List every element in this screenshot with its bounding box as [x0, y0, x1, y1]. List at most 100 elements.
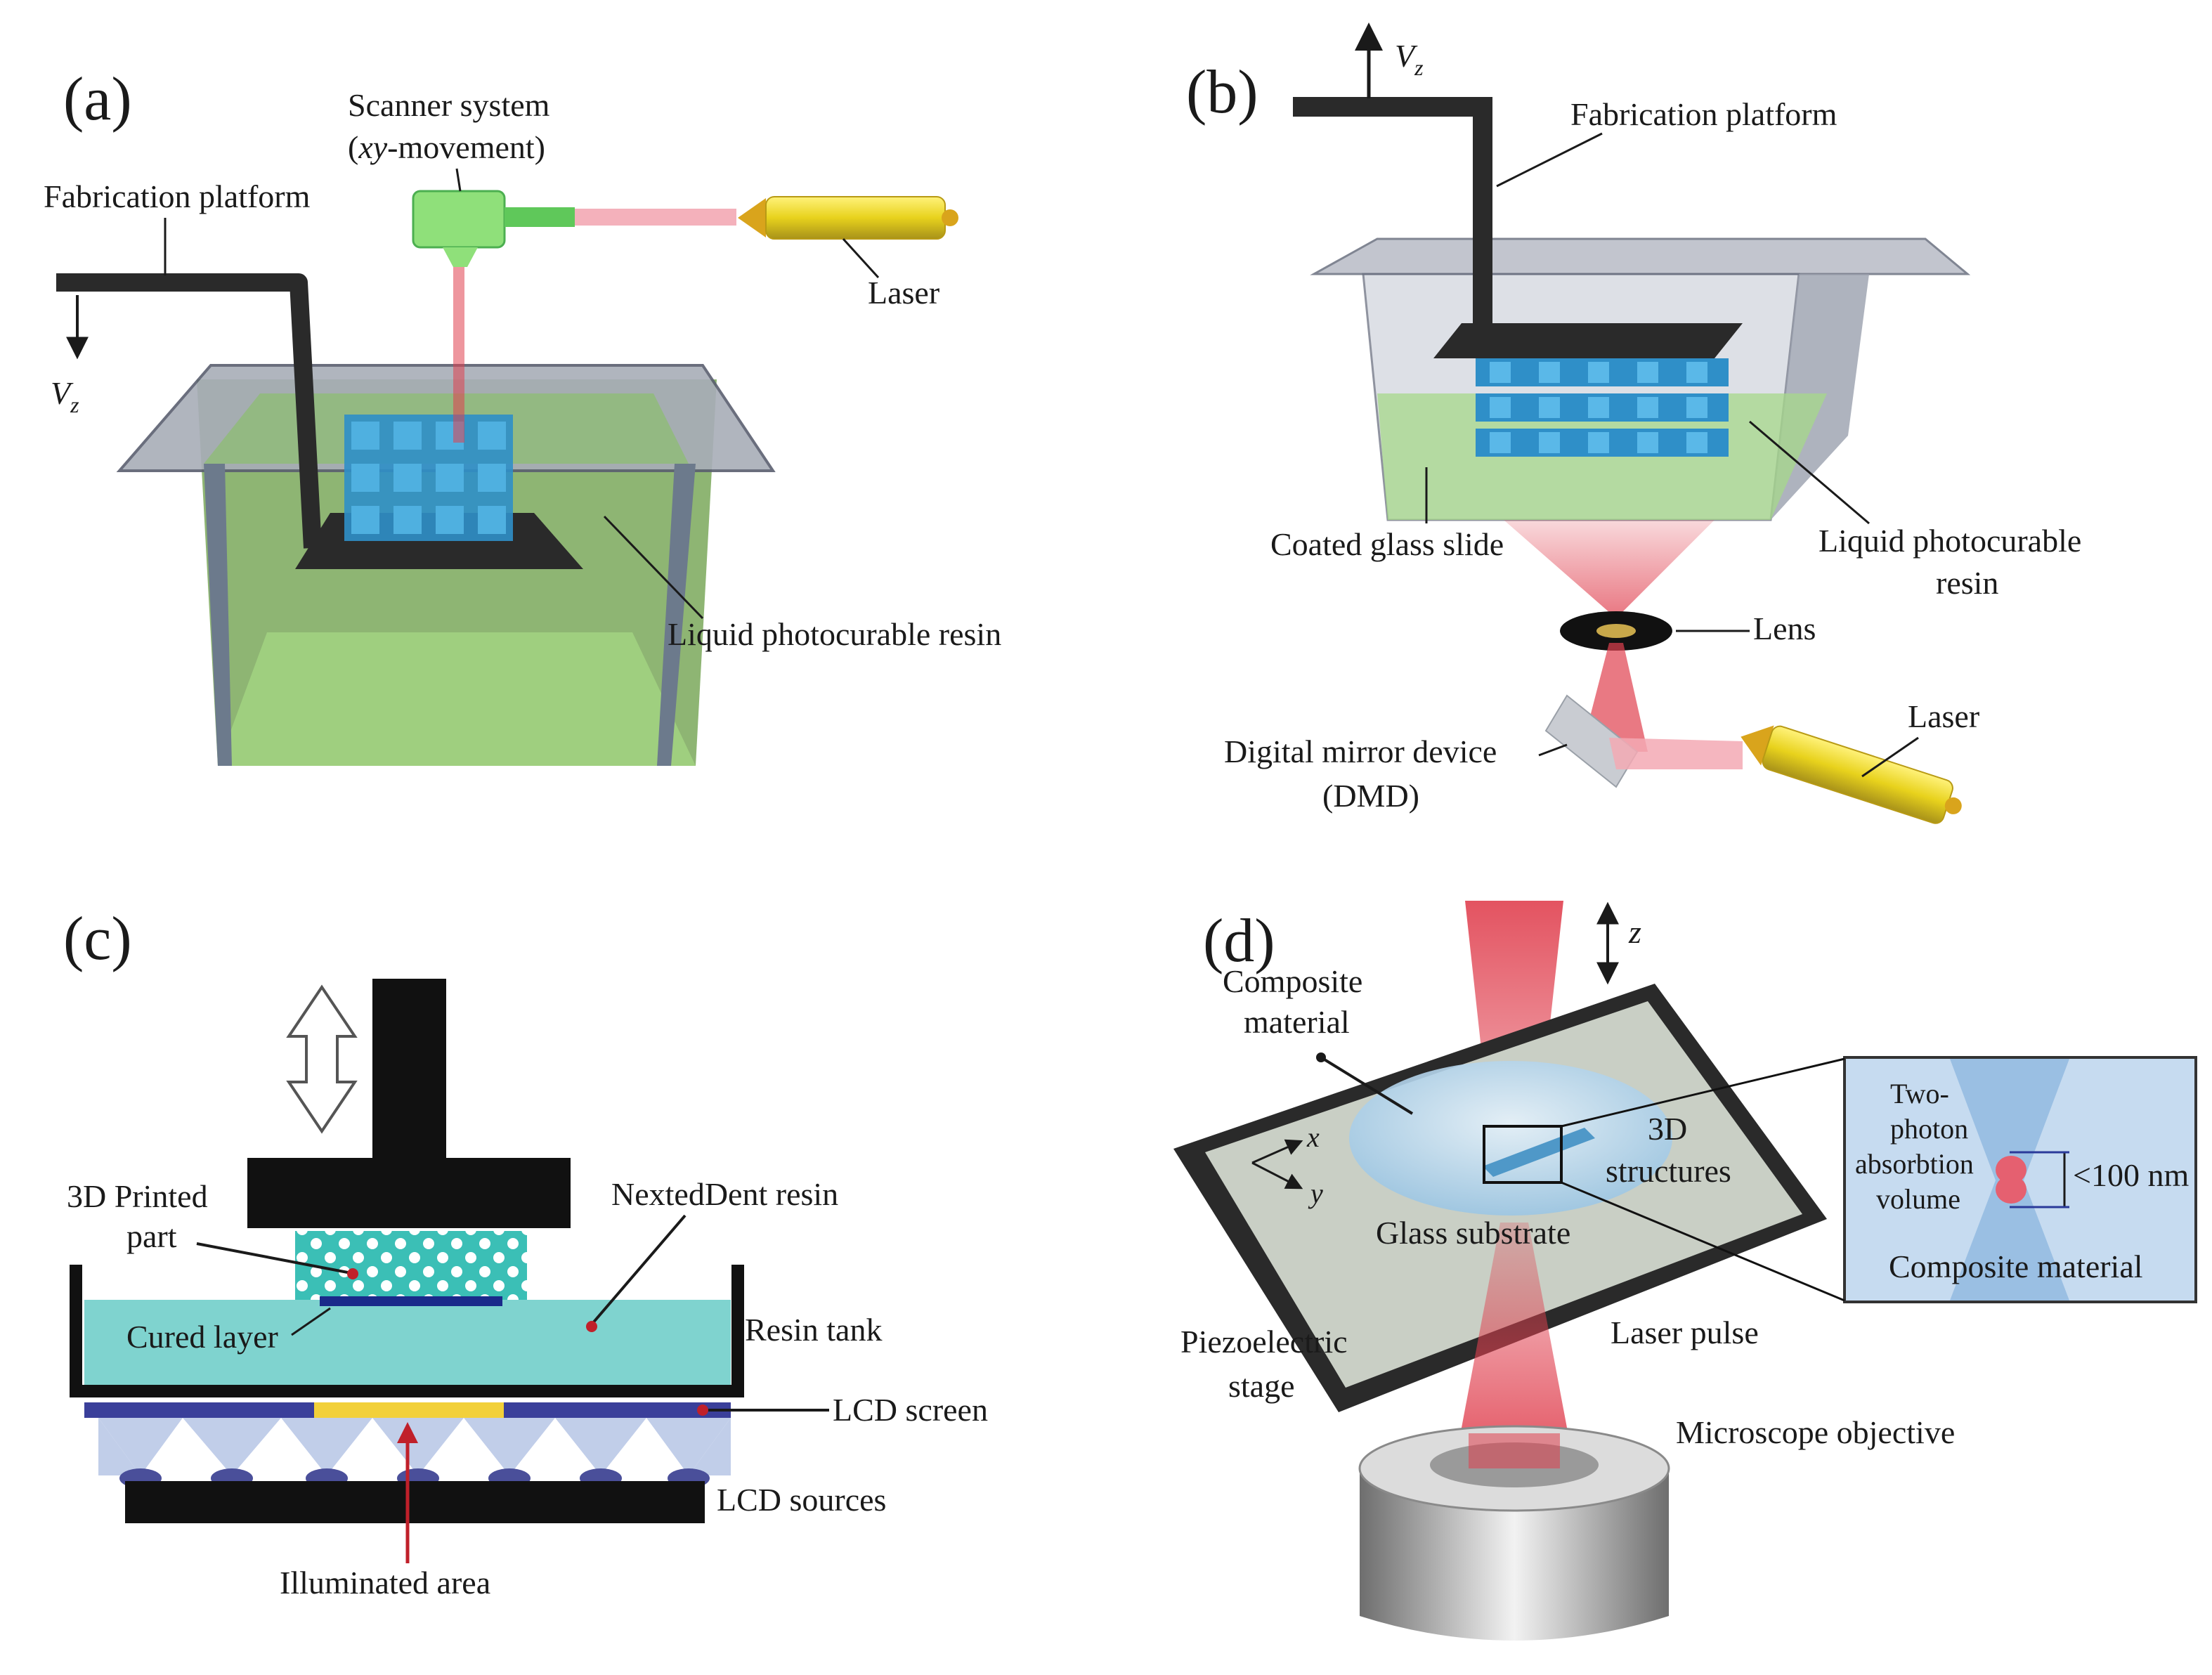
panel-c-resin [84, 1300, 731, 1391]
panel-d-composite-leader [1320, 1056, 1414, 1115]
panel-a-scanner-leader [455, 168, 462, 192]
panel-d-piezo-label-1: Piezoelectric [1180, 1324, 1348, 1360]
panel-b-letter: (b) [1186, 58, 1258, 126]
panel-d-focus-box [1483, 1125, 1563, 1184]
panel-c-printed-leader [196, 1242, 352, 1275]
panel-c-nexted-dot [586, 1321, 597, 1332]
panel-b-structure [1476, 358, 1729, 457]
panel-d: z x y (d) Composite material 3D structur… [1173, 901, 2197, 1641]
panel-d-composite-label-2: material [1244, 1004, 1350, 1040]
panel-b-platform-leader [1496, 132, 1603, 188]
panel-a-laser [738, 196, 958, 240]
panel-b-vz-label: Vz [1395, 38, 1424, 80]
panel-c-cured-layer [320, 1296, 502, 1306]
panel-a-scanner-label-2: (xy-movement) [348, 129, 545, 165]
panel-d-composite-dome [1349, 1061, 1672, 1215]
panel-c-printed-dot [347, 1268, 358, 1279]
panel-d-laser-pulse-label: Laser pulse [1611, 1315, 1759, 1350]
panel-b-tank-rim [1310, 237, 1971, 275]
panel-c-nexted-leader [590, 1214, 687, 1326]
panel-b: (b) [1186, 22, 2081, 824]
panel-b-lens-center [1596, 624, 1636, 638]
panel-b-dmd-leader [1538, 743, 1568, 757]
panel-d-inset-material-label: Composite material [1889, 1249, 2143, 1284]
panel-a-tank-wall-right [657, 464, 696, 766]
panel-d-glass-label: Glass substrate [1376, 1215, 1570, 1251]
panel-b-beam-upper [1504, 520, 1715, 618]
panel-b-platform-plate [1433, 323, 1743, 358]
panel-c-printed-label-2: part [126, 1218, 177, 1254]
panel-d-x-label: x [1306, 1121, 1320, 1153]
panel-c-cured-label: Cured layer [126, 1319, 278, 1355]
panel-b-laser-label: Laser [1908, 698, 1979, 734]
panel-c-sources-label: LCD sources [717, 1482, 886, 1518]
panel-b-laser [1741, 725, 1962, 824]
panel-d-x-axis [1251, 1139, 1303, 1164]
panel-d-inset-label-3: absorbtion [1855, 1148, 1974, 1180]
panel-c-platform-stem [372, 979, 446, 1161]
panel-a-vz-label: Vz [51, 375, 79, 417]
panel-d-beam-lower [1455, 1223, 1574, 1465]
panel-d-inset-label-4: volume [1876, 1183, 1960, 1215]
panel-a-scanner-body [412, 190, 506, 249]
panel-d-composite-dot [1316, 1052, 1326, 1062]
panel-d-inset-connector-bottom [1561, 1181, 1845, 1302]
panel-a-scanner-rest: -movement) [387, 129, 545, 165]
panel-d-z-label: z [1628, 914, 1641, 950]
panel-d-y-label: y [1308, 1178, 1323, 1209]
panel-a-beam-horizontal [575, 209, 736, 226]
panel-c-lcd-screen-label: LCD screen [833, 1392, 988, 1428]
panel-a-scanner-xy: xy [358, 129, 387, 165]
panel-b-coated-label: Coated glass slide [1270, 526, 1504, 562]
panel-b-platform-label: Fabrication platform [1570, 96, 1837, 132]
panel-c: (c) [63, 905, 988, 1601]
panel-d-structures-label-2: structures [1606, 1153, 1731, 1189]
panel-d-inset-label-1: Two- [1890, 1078, 1949, 1109]
panel-c-motion-arrow [286, 984, 358, 1134]
panel-b-lens-label: Lens [1753, 611, 1816, 646]
panel-c-illuminated-label: Illuminated area [280, 1565, 490, 1601]
panel-c-printed-label-1: 3D Printed [67, 1178, 208, 1214]
panel-b-laser-leader [1861, 736, 1919, 778]
panel-c-illuminated [314, 1402, 504, 1418]
panel-a-resin-label: Liquid photocurable resin [668, 616, 1001, 652]
panel-a-tank-floor [218, 632, 696, 766]
panel-d-structures-label-1: 3D [1648, 1111, 1687, 1147]
panel-d-composite-label-1: Composite [1223, 963, 1362, 999]
panel-c-lcd-dot [697, 1404, 708, 1416]
panel-a-scanner-arm [505, 207, 575, 227]
panel-d-inset-size-label: <100 nm [2073, 1157, 2189, 1193]
panel-b-vz-sub: z [1414, 55, 1424, 80]
panel-b-resin-label-2: resin [1936, 565, 1998, 601]
panel-b-dmd [1544, 694, 1639, 788]
panel-d-inset-voxel-top [1996, 1156, 2026, 1184]
panel-a-resin-leader [603, 515, 704, 620]
panel-d-objective [1358, 1425, 1670, 1641]
panel-a-laser-leader [842, 237, 880, 279]
panel-a-platform-arm [56, 273, 322, 549]
panel-a-tank-wall-left [204, 464, 232, 766]
panel-b-platform-arm [1293, 97, 1492, 323]
panel-a-vz-sub: z [70, 392, 79, 417]
panel-a-scanner-label-1: Scanner system [348, 87, 550, 123]
panel-d-letter: (d) [1203, 907, 1275, 975]
panel-d-inset-voxel-bottom [1996, 1175, 2026, 1204]
panel-a-letter: (a) [63, 65, 132, 133]
panel-b-resin-leader [1749, 420, 1870, 525]
panel-a-scanner-paren: ( [348, 129, 358, 165]
panel-b-dmd-label-2: (DMD) [1322, 778, 1419, 814]
panel-a-vz-main: V [51, 375, 74, 411]
panel-b-beam-laser [1609, 738, 1743, 769]
panel-c-tank-label: Resin tank [745, 1312, 882, 1348]
panel-a-beam-vertical [453, 267, 464, 443]
panel-c-tank-walls [70, 1265, 744, 1397]
panel-c-nexted-label: NextedDent resin [611, 1176, 838, 1212]
panel-a-platform-label: Fabrication platform [44, 178, 311, 214]
panel-c-letter: (c) [63, 905, 132, 973]
panel-b-dmd-label-1: Digital mirror device [1224, 734, 1497, 769]
panel-b-vz-main: V [1395, 38, 1418, 74]
panel-d-objective-label: Microscope objective [1676, 1414, 1955, 1450]
panel-c-light-cones [98, 1418, 731, 1475]
panel-a-laser-label: Laser [868, 275, 939, 311]
